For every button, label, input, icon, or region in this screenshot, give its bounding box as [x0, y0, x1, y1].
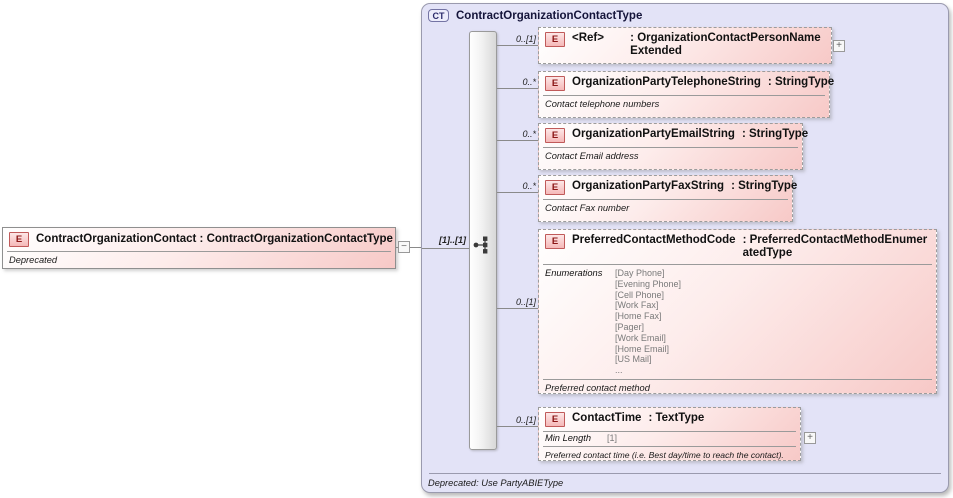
facet-value: [1]	[607, 433, 618, 443]
sequence-compositor-icon	[473, 236, 488, 254]
element-icon: E	[9, 232, 29, 247]
enumeration-value: [Work Fax]	[615, 300, 659, 311]
element-name: OrganizationPartyFaxString	[572, 180, 725, 192]
enumeration-value: ...	[615, 365, 623, 376]
element-name: PreferredContactMethodCode	[572, 234, 736, 246]
element-name: OrganizationPartyEmailString	[572, 128, 735, 140]
cardinality-label: 0..*	[522, 129, 536, 139]
branch-line	[497, 140, 538, 141]
collapse-toggle[interactable]: −	[398, 241, 410, 253]
divider	[543, 431, 796, 432]
element-icon: E	[545, 128, 565, 143]
connector-cardinality: [1]..[1]	[439, 235, 466, 245]
element-annotation: Contact Fax number	[545, 203, 630, 213]
expand-toggle[interactable]: +	[804, 432, 816, 444]
cardinality-label: 0..[1]	[515, 34, 536, 44]
element-annotation: Contact telephone numbers	[545, 99, 660, 109]
cardinality-label: 0..*	[522, 77, 536, 87]
root-element-annotation: Deprecated	[9, 255, 58, 265]
divider	[429, 473, 941, 474]
element-type: : StringType	[741, 128, 809, 140]
branch-line	[497, 88, 538, 89]
complex-type-title: ContractOrganizationContactType	[456, 9, 643, 22]
complex-type-badge: CT	[428, 9, 449, 22]
element-box-ref[interactable]: E <Ref> : OrganizationContactPersonNameE…	[538, 27, 832, 64]
branch-line	[497, 192, 538, 193]
element-type: : StringType	[731, 180, 798, 192]
divider	[543, 199, 788, 200]
element-name: OrganizationPartyTelephoneString	[572, 76, 761, 88]
element-type: : OrganizationContactPersonNameExtended	[630, 32, 821, 57]
element-box-preferred-contact-method[interactable]: E PreferredContactMethodCode : Preferred…	[538, 229, 937, 394]
divider	[543, 446, 796, 447]
expand-toggle[interactable]: +	[833, 40, 845, 52]
cardinality-label: 0..*	[522, 181, 536, 191]
connector-line	[422, 248, 469, 249]
element-name: ContactTime	[572, 412, 642, 424]
enumeration-value: [Pager]	[615, 321, 645, 332]
facet-label: Min Length	[545, 433, 591, 443]
element-icon: E	[545, 76, 565, 91]
complex-type-footer-annotation: Deprecated: Use PartyABIEType	[428, 478, 564, 488]
root-element-box[interactable]: E ContractOrganizationContact : Contract…	[2, 227, 396, 269]
divider	[543, 378, 932, 380]
element-box-email[interactable]: E OrganizationPartyEmailString : StringT…	[538, 123, 808, 170]
enumeration-value: [Work Email]	[615, 332, 666, 343]
divider	[543, 147, 798, 148]
cardinality-label: 0..[1]	[515, 415, 536, 425]
divider	[543, 95, 825, 96]
enumeration-value: [Day Phone]	[615, 268, 665, 278]
branch-line	[497, 45, 538, 46]
divider	[7, 251, 391, 252]
element-type: : PreferredContactMethodEnumeratedType	[742, 234, 928, 259]
enumeration-value: [Home Email]	[615, 343, 670, 354]
enumeration-value: [Home Fax]	[615, 311, 662, 322]
branch-line	[497, 426, 538, 427]
element-annotation: Contact Email address	[545, 151, 639, 161]
divider	[543, 264, 932, 265]
complex-type-container: CT ContractOrganizationContactType [1]..…	[421, 3, 949, 493]
element-annotation: Preferred contact time (i.e. Best day/ti…	[545, 450, 784, 460]
element-box-fax[interactable]: E OrganizationPartyFaxString : StringTyp…	[538, 175, 797, 222]
element-type: : TextType	[648, 412, 705, 424]
enumeration-value: [US Mail]	[615, 354, 652, 365]
branch-line	[497, 308, 538, 309]
element-box-contact-time[interactable]: E ContactTime : TextType Min Length [1] …	[538, 407, 801, 461]
root-element-title: ContractOrganizationContact : ContractOr…	[36, 233, 393, 245]
element-annotation: Preferred contact method	[545, 382, 650, 393]
cardinality-label: 0..[1]	[515, 297, 536, 307]
element-icon: E	[545, 32, 565, 47]
enumeration-value: [Evening Phone]	[615, 278, 682, 289]
element-icon: E	[545, 234, 565, 249]
element-box-telephone[interactable]: E OrganizationPartyTelephoneString : Str…	[538, 71, 834, 118]
enumerations-label: Enumerations	[545, 268, 603, 278]
element-name: <Ref>	[572, 32, 604, 44]
enumerations-list: [Day Phone] [Evening Phone] [Cell Phone]…	[615, 268, 681, 376]
element-type: : StringType	[767, 76, 835, 88]
enumeration-value: [Cell Phone]	[615, 289, 665, 300]
element-icon: E	[545, 412, 565, 427]
element-icon: E	[545, 180, 565, 195]
